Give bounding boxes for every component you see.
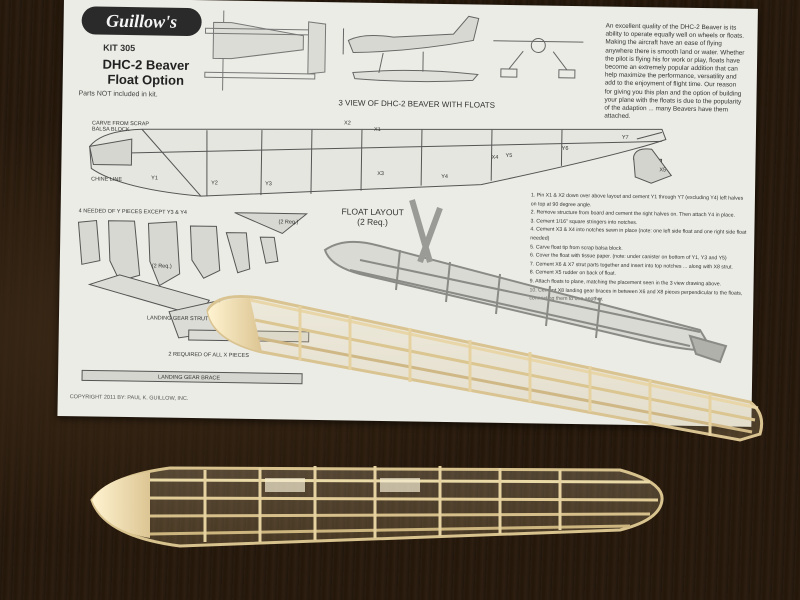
grey-float-frame <box>323 199 728 364</box>
float-plan-sheet: Guillow's KIT 305 DHC-2 Beaver Float Opt… <box>57 0 758 427</box>
y-pieces <box>77 212 309 287</box>
plan-drawings <box>77 10 673 385</box>
top-view-drawing <box>204 10 327 91</box>
lower-balsa-float <box>90 466 664 548</box>
upper-balsa-float <box>206 295 764 442</box>
side-view-drawing <box>342 15 480 83</box>
front-view-drawing <box>493 37 584 79</box>
landing-gear-brace-part <box>81 369 303 385</box>
rudder-part-x5 <box>633 148 673 184</box>
